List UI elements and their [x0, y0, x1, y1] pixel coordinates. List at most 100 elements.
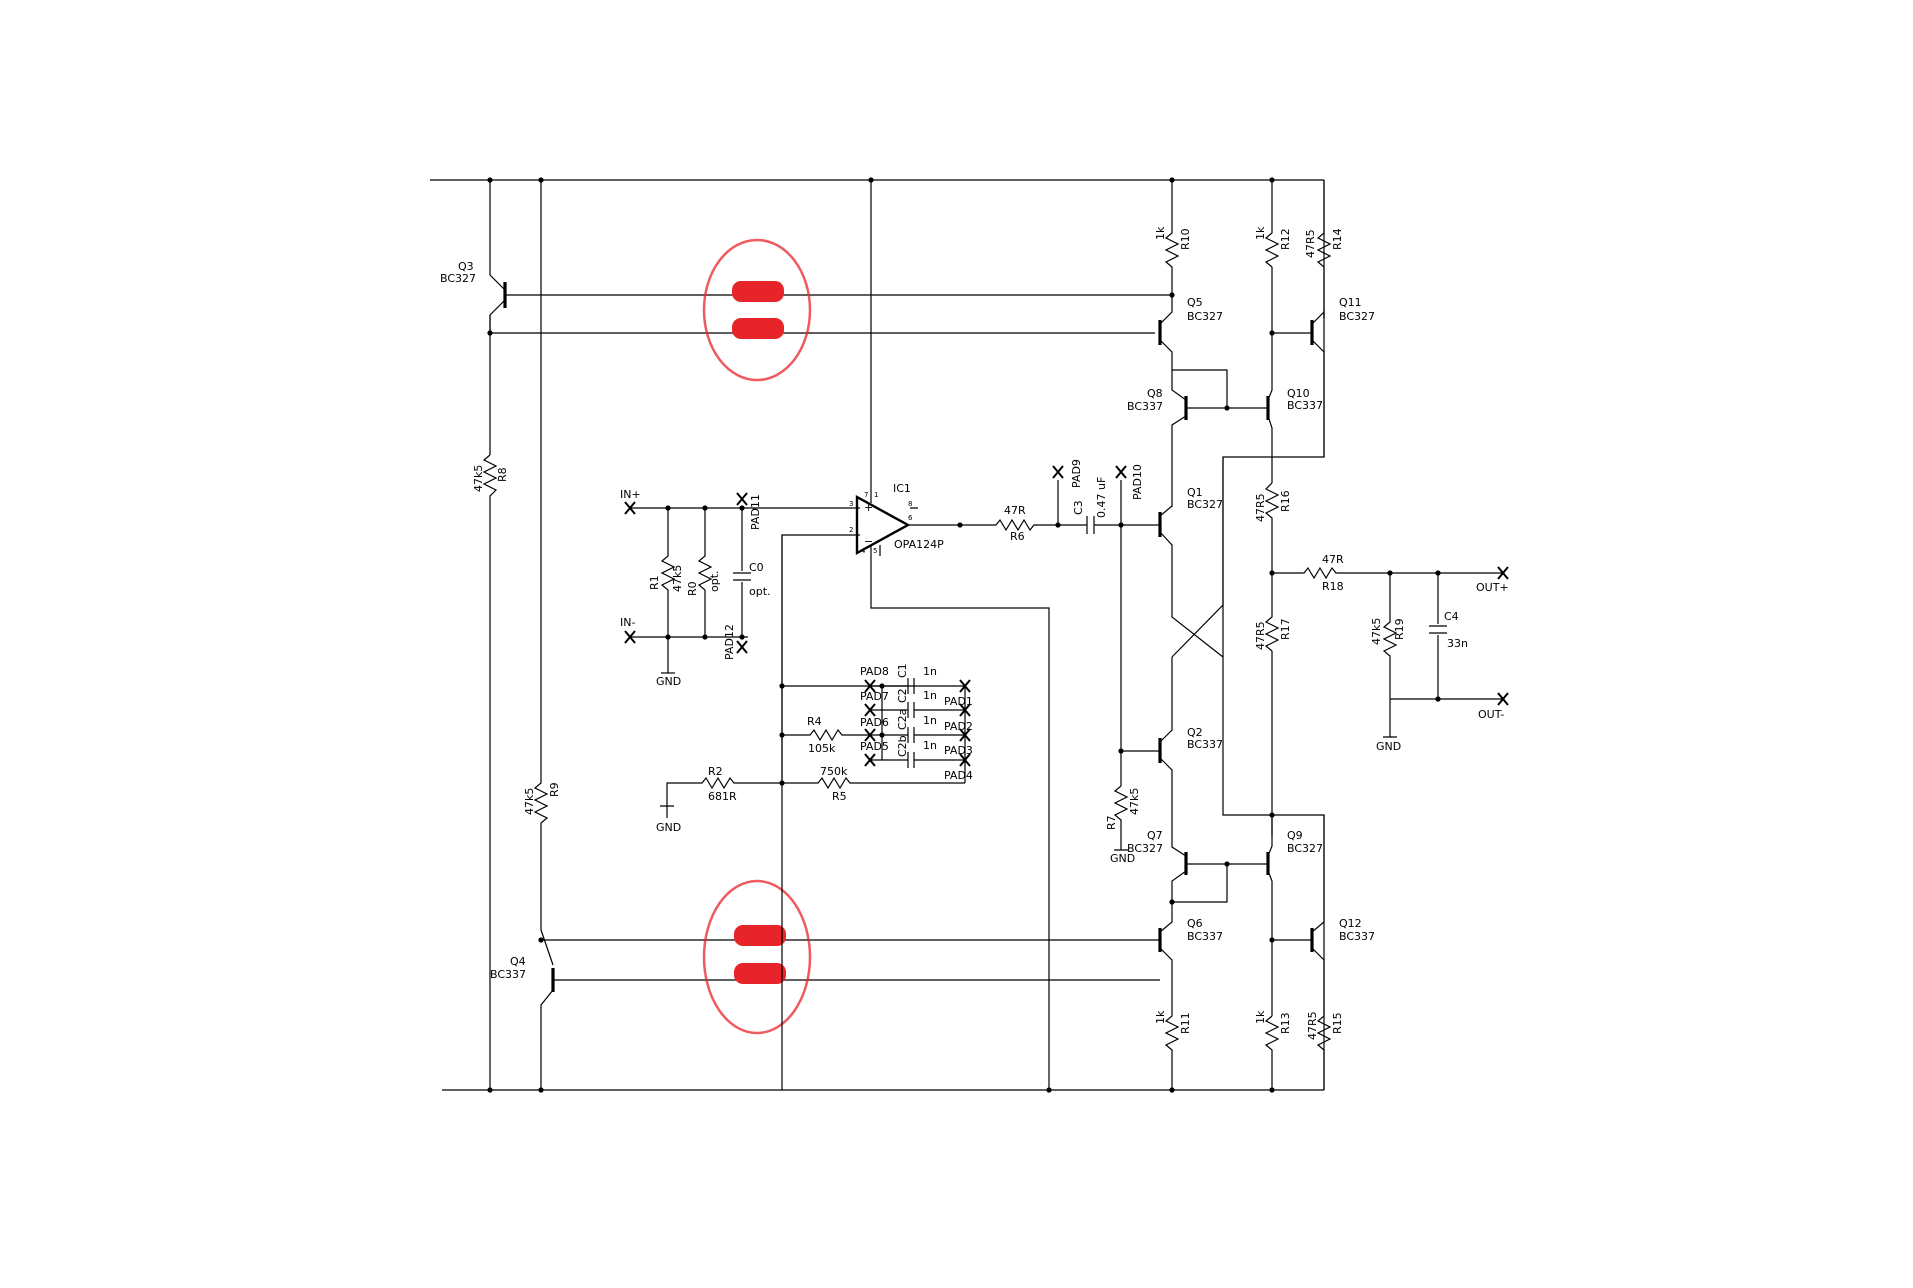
q4-label: Q4	[510, 955, 526, 968]
r19-label: R19	[1393, 618, 1406, 640]
ic1-type: OPA124P	[894, 538, 944, 551]
pad12-label: PAD12	[723, 624, 736, 660]
q12-transistor	[1272, 815, 1325, 1012]
q3-label: Q3	[458, 260, 474, 273]
ic1-pin2: 2	[849, 526, 853, 534]
r7-value: 47k5	[1128, 788, 1141, 815]
out-minus-pad[interactable]	[1497, 692, 1509, 706]
pad9	[1052, 465, 1064, 525]
pad6-label: PAD6	[860, 716, 889, 729]
c2a-value: 1n	[923, 714, 937, 727]
r11-label: R11	[1179, 1012, 1192, 1034]
out-minus-label: OUT-	[1478, 708, 1504, 721]
r0-label: R0	[686, 581, 699, 596]
r9-label: R9	[548, 782, 561, 797]
q2-label: Q2	[1187, 726, 1203, 739]
c3-label: C3	[1072, 500, 1085, 515]
q1-transistor	[1158, 505, 1224, 658]
ic1-pin8: 8	[908, 500, 912, 508]
q4-type: BC337	[490, 968, 526, 981]
r8-value: 47k5	[472, 465, 485, 492]
q2-transistor	[1120, 525, 1173, 838]
ic1-pin4: 4	[861, 547, 866, 555]
q9-type: BC327	[1287, 842, 1323, 855]
gnd1-label: GND	[656, 675, 681, 688]
r8-label: R8	[496, 467, 509, 482]
pad7	[864, 703, 876, 717]
in-minus-pad	[624, 630, 636, 644]
r6-value: 47R	[1004, 504, 1026, 517]
q3-transistor	[489, 180, 1170, 455]
ic1-plus: +	[864, 501, 873, 514]
gnd3-label: GND	[1376, 740, 1401, 753]
r5-label: R5	[832, 790, 847, 803]
pad10	[1115, 465, 1127, 525]
c1-label: C1	[896, 663, 909, 678]
pad1	[959, 679, 971, 693]
r9-value: 47k5	[523, 788, 536, 815]
r15-value: 47R5	[1306, 1011, 1319, 1040]
ic1-pin1: 1	[874, 491, 878, 499]
cross-coupling	[1171, 457, 1224, 658]
ic1-pin7: 7	[864, 491, 868, 499]
c0-value: opt.	[749, 585, 771, 598]
out-plus-pad[interactable]	[1497, 566, 1509, 580]
q9-transistor	[1266, 815, 1273, 1016]
q9-label: Q9	[1287, 829, 1303, 842]
q7-label: Q7	[1147, 829, 1163, 842]
c2b-value: 1n	[923, 739, 937, 752]
q4-transistor	[540, 929, 1160, 1090]
annotation-bottom	[702, 879, 812, 1035]
r13-label: R13	[1279, 1012, 1292, 1034]
q10-transistor	[1266, 330, 1273, 483]
r10-resistor	[1164, 180, 1180, 295]
gnd2-label: GND	[656, 821, 681, 834]
r2-label: R2	[708, 765, 723, 778]
pad9-label: PAD9	[1070, 459, 1083, 488]
r6-resistor	[995, 518, 1081, 532]
pad5-label: PAD5	[860, 740, 889, 753]
pad1-label: PAD1	[944, 695, 973, 708]
r7-label: R7	[1105, 815, 1118, 830]
in-minus-label: IN-	[620, 616, 635, 629]
q11-label: Q11	[1339, 296, 1362, 309]
in-plus-label: IN+	[620, 488, 641, 501]
r16-label: R16	[1279, 490, 1292, 512]
c2b-label: C2b	[896, 735, 909, 757]
ic1-pin5: 5	[873, 547, 877, 555]
q11-type: BC327	[1339, 310, 1375, 323]
r10-value: 1k	[1154, 226, 1167, 240]
pad3-label: PAD3	[944, 744, 973, 757]
gnd4-label: GND	[1110, 852, 1135, 865]
q1-type: BC327	[1187, 498, 1223, 511]
q6-label: Q6	[1187, 917, 1203, 930]
in-plus-pad	[624, 501, 636, 515]
r19-value: 47k5	[1370, 618, 1383, 645]
r6-label: R6	[1010, 530, 1025, 543]
r8-resistor	[482, 454, 498, 1090]
ic1-minus: −	[864, 535, 873, 548]
r16-value: 47R5	[1254, 493, 1267, 522]
q1-label: Q1	[1187, 486, 1203, 499]
r17-value: 47R5	[1254, 621, 1267, 650]
c4-value: 33n	[1447, 637, 1468, 650]
q12-type: BC337	[1339, 930, 1375, 943]
r2-value: 681R	[708, 790, 737, 803]
c1-value: 1n	[923, 665, 937, 678]
ic1-pin3: 3	[849, 500, 853, 508]
r4-value: 105k	[808, 742, 836, 755]
c0-label: C0	[749, 561, 764, 574]
r9-resistor	[533, 180, 549, 930]
r16-resistor	[1264, 482, 1280, 573]
input-network	[630, 507, 860, 673]
c3-value: 0.47 uF	[1095, 477, 1108, 518]
junction-dots	[487, 177, 1441, 1093]
q7-transistor	[1171, 838, 1268, 903]
r5-value: 750k	[820, 765, 848, 778]
q7-type: BC327	[1127, 842, 1163, 855]
pad6	[864, 728, 876, 742]
r11-resistor	[1164, 1012, 1180, 1090]
q11-transistor	[1272, 310, 1325, 457]
pad4-label: PAD4	[944, 769, 973, 782]
r10-label: R10	[1179, 228, 1192, 250]
